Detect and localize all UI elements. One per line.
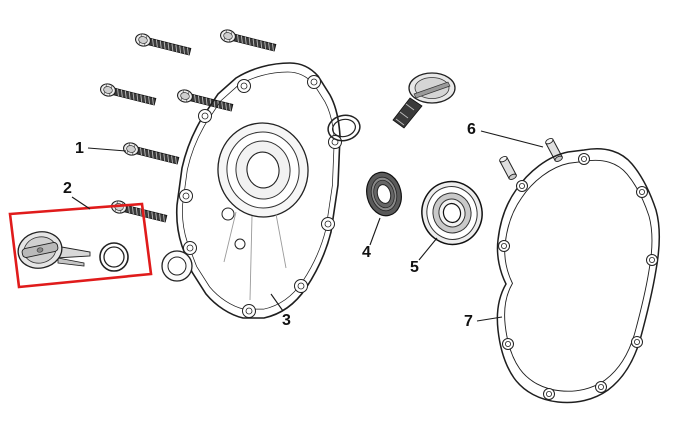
ball-bearing-icon bbox=[421, 180, 483, 246]
callout-3-label: 3 bbox=[282, 312, 291, 329]
callout-6-label: 6 bbox=[467, 121, 476, 138]
flange-bolt-icon bbox=[133, 31, 193, 59]
drain-plug bbox=[392, 72, 456, 129]
callout-3-line bbox=[270, 293, 284, 312]
callout-2-line bbox=[71, 196, 91, 210]
dipstick-prong bbox=[57, 257, 85, 267]
plug-o-ring-icon bbox=[327, 114, 361, 142]
cover-bearing-boss bbox=[217, 122, 309, 218]
oil-filler-cap-icon bbox=[17, 231, 63, 269]
callout-4-line bbox=[369, 217, 381, 246]
dowel-pin-icon bbox=[498, 154, 518, 182]
oil-seal-icon bbox=[366, 171, 402, 217]
cover-gasket bbox=[496, 148, 661, 404]
flange-bolt-icon bbox=[218, 27, 278, 55]
callout-2-label: 2 bbox=[63, 180, 72, 197]
gasket-bolt-holes bbox=[498, 153, 658, 400]
plug-slot bbox=[413, 81, 451, 99]
callout-5-line bbox=[418, 237, 438, 261]
callout-1-label: 1 bbox=[75, 140, 84, 157]
cover-bolt-bosses bbox=[179, 75, 342, 318]
filler-o-ring-icon bbox=[99, 242, 129, 272]
flange-bolt-icon bbox=[121, 140, 181, 168]
callouts-group: 1 2 3 4 5 6 7 bbox=[63, 121, 544, 330]
cover-ear-hole bbox=[161, 250, 193, 282]
oil-filler-cap-assembly bbox=[8, 202, 153, 289]
callout-5-label: 5 bbox=[410, 259, 419, 276]
callout-7-label: 7 bbox=[464, 313, 473, 330]
flange-bolt-icon bbox=[98, 81, 158, 109]
callout-6-line bbox=[480, 130, 544, 148]
callout-4-label: 4 bbox=[362, 244, 371, 261]
crankcase-cover bbox=[161, 62, 342, 319]
callout-7-line bbox=[476, 316, 503, 322]
dowel-pin-icon bbox=[544, 136, 564, 164]
highlight-box bbox=[8, 202, 153, 289]
callout-1-line bbox=[87, 147, 127, 152]
